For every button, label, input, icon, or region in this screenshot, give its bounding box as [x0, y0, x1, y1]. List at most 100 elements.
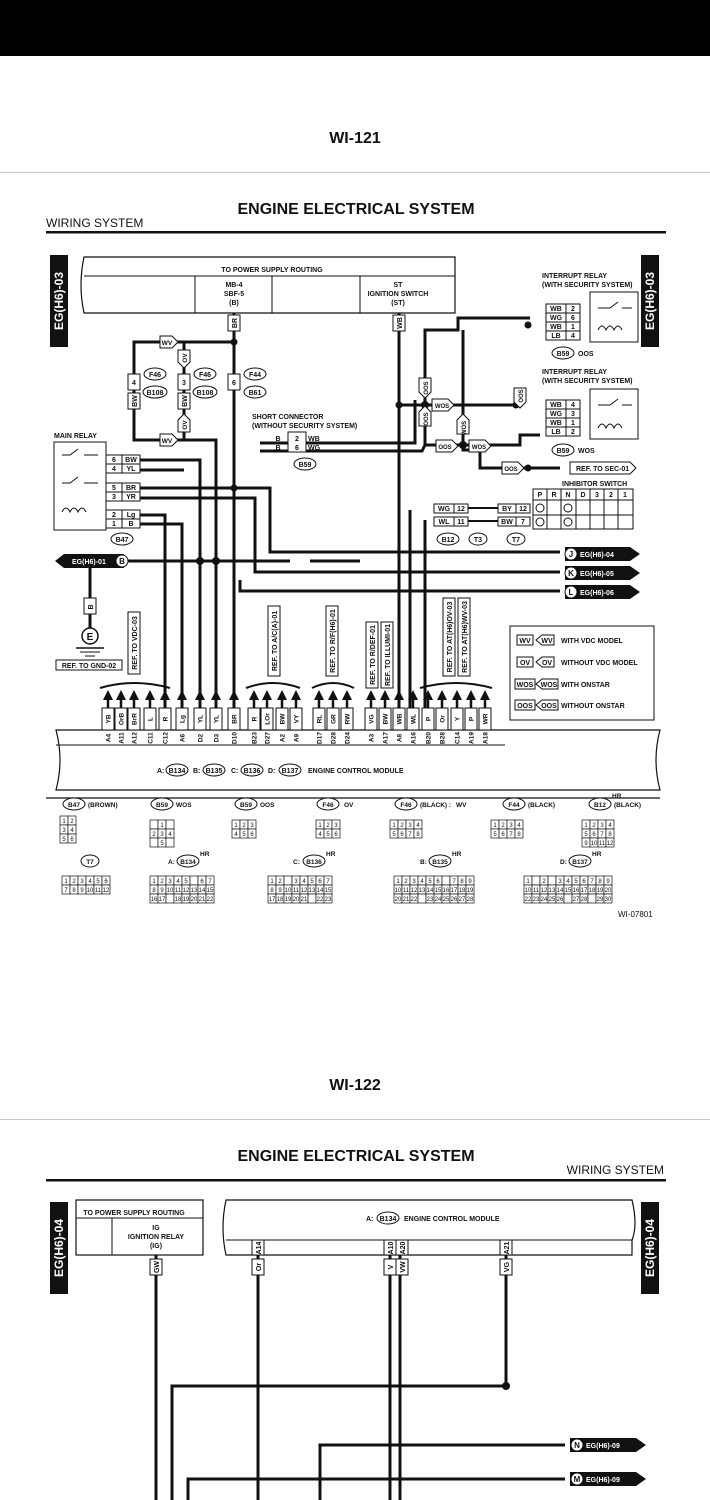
- svg-text:WOS: WOS: [578, 448, 595, 455]
- ecm-pin-number: A6: [180, 733, 187, 742]
- ecm-pin-wire-label-box: [378, 707, 392, 731]
- f46-ov-face-pin: 4: [318, 832, 322, 838]
- svg-text:EG(H6)-06: EG(H6)-06: [580, 590, 614, 597]
- svg-text:OV: OV: [542, 660, 552, 667]
- ecm-pin-wire-color: R: [163, 716, 170, 721]
- b12-face-pin: 12: [607, 841, 614, 847]
- ecm-pin-arrow: [394, 690, 404, 700]
- ecm-pin-wire-color: BW: [280, 713, 287, 725]
- ecm-pin-wire-label-box: [275, 707, 289, 731]
- b134-face-cell: [205, 893, 215, 904]
- ecm-pin-number: D10: [232, 732, 239, 744]
- b135-face-pin: 25: [443, 897, 450, 903]
- side-tab-right: EG(H6)-03: [641, 255, 659, 347]
- b134-face-pin: 22: [207, 897, 214, 903]
- b136-face-pin: 7: [326, 879, 330, 885]
- svg-text:3: 3: [571, 411, 575, 418]
- b12-face-pin: 7: [600, 832, 604, 838]
- ecm-pin-wire-color: BW: [383, 713, 390, 725]
- svg-text:LB: LB: [551, 429, 560, 436]
- ecm-pin-wire-color: VG: [369, 714, 376, 723]
- b137-face-pin: 12: [541, 888, 548, 894]
- svg-text:B134: B134: [380, 1216, 397, 1223]
- ecm-pin-arrow: [314, 690, 324, 700]
- svg-text:INTERRUPT RELAY: INTERRUPT RELAY: [542, 369, 607, 376]
- svg-text:L: L: [569, 588, 574, 597]
- svg-text:BR: BR: [126, 485, 136, 492]
- svg-text:WV: WV: [162, 340, 173, 347]
- b134-face-pin: 16: [151, 897, 158, 903]
- b137-face-pin: 7: [590, 879, 594, 885]
- b135-face-cell: [465, 893, 475, 904]
- f46-wv-face-pin: 6: [400, 832, 404, 838]
- t7-face-pin: 6: [104, 879, 108, 885]
- figure-id: WI-07801: [618, 910, 653, 919]
- svg-text:D:: D:: [268, 768, 275, 775]
- b134-face-pin: 15: [207, 888, 214, 894]
- ecm-pin-number: B28: [440, 732, 447, 744]
- svg-text:N: N: [574, 1441, 580, 1450]
- svg-text:3: 3: [112, 494, 116, 501]
- b59-oos-face-pin: 4: [234, 832, 238, 838]
- svg-text:Or: Or: [256, 1263, 263, 1271]
- svg-text:11: 11: [457, 519, 465, 526]
- b135-face-pin: 27: [459, 897, 466, 903]
- b59-wos-face-pin: 4: [168, 832, 172, 838]
- svg-text:6: 6: [112, 457, 116, 464]
- svg-text:WITH ONSTAR: WITH ONSTAR: [561, 682, 610, 689]
- f46-wv-face-cell: [413, 828, 423, 839]
- svg-text:B134: B134: [169, 768, 186, 775]
- b135-face-pin: 10: [395, 888, 402, 894]
- b134-face-pin: 2: [160, 879, 164, 885]
- b134-face-pin: 20: [191, 897, 198, 903]
- svg-text:B:: B:: [420, 859, 427, 866]
- svg-text:2: 2: [571, 306, 575, 313]
- svg-text:B59: B59: [299, 462, 312, 469]
- ecm-pin-wire-color: WR: [483, 713, 490, 724]
- svg-text:REF. TO A/C(A)-01: REF. TO A/C(A)-01: [272, 611, 279, 671]
- svg-text:WV: WV: [456, 802, 467, 809]
- connector-views: B47 (BROWN) B59 WOS B59 OOS F46 OV F46 (…: [62, 793, 641, 868]
- ecm-pin-wire-color: OrB: [119, 713, 126, 726]
- b136-face-pin: 10: [285, 888, 292, 894]
- b137-face-cell: [603, 893, 613, 904]
- ref-sec-01: REF. TO SEC-01: [569, 461, 637, 475]
- svg-text:INHIBITOR SWITCH: INHIBITOR SWITCH: [562, 481, 627, 488]
- svg-text:6: 6: [295, 445, 299, 452]
- svg-text:BY: BY: [502, 506, 512, 513]
- b59-wos-face-pin: 3: [160, 832, 164, 838]
- f44-face-pin: 6: [501, 832, 505, 838]
- svg-text:OV: OV: [182, 353, 189, 363]
- svg-text:WV: WV: [541, 638, 553, 645]
- b47-face-pin: 1: [62, 819, 66, 825]
- ecm-pin-arrow: [103, 690, 113, 700]
- b136-face-pin: 2: [278, 879, 282, 885]
- b134-face-pin: 19: [183, 897, 190, 903]
- svg-text:HR: HR: [592, 851, 602, 858]
- b135-face-pin: 8: [460, 879, 464, 885]
- ecm-pin-number: D3: [214, 733, 221, 742]
- t7-face-pin: 3: [80, 879, 84, 885]
- svg-text:6: 6: [571, 315, 575, 322]
- svg-text:B136: B136: [306, 859, 322, 866]
- page-separator: [0, 1119, 710, 1120]
- interrupt-relay-2: INTERRUPT RELAY (WITH SECURITY SYSTEM) W…: [542, 369, 639, 457]
- b134-face-pin: 12: [183, 888, 190, 894]
- svg-text:REF. TO GND-02: REF. TO GND-02: [62, 663, 116, 670]
- svg-text:D: D: [580, 492, 585, 499]
- f46-ov-face-cell: [331, 828, 341, 839]
- ecm-pin-number: A19: [469, 732, 476, 744]
- ecm-pin-number: C11: [148, 732, 155, 744]
- svg-text:YR: YR: [126, 494, 136, 501]
- page2-junction: [502, 1382, 510, 1390]
- ecm-pin-number: A2: [280, 733, 287, 742]
- b134-face-pin: 17: [159, 897, 166, 903]
- svg-text:GW: GW: [154, 1261, 161, 1273]
- svg-text:BW: BW: [501, 519, 513, 526]
- b136-face-pin: 19: [285, 897, 292, 903]
- b136-face-pin: 1: [270, 879, 274, 885]
- b135-face-pin: 11: [403, 888, 410, 894]
- svg-text:F46: F46: [149, 372, 161, 379]
- ecm-pin-wire-label-box: [289, 707, 303, 731]
- b136-face-pin: 6: [318, 879, 322, 885]
